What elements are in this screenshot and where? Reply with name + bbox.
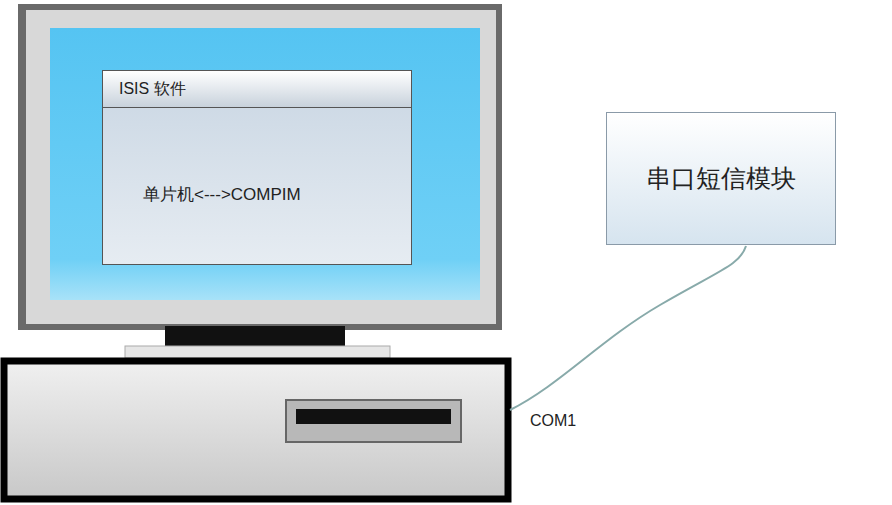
drive-opening: [296, 409, 451, 424]
module-label: 串口短信模块: [646, 162, 796, 195]
monitor-bezel-outer: [18, 4, 502, 330]
serial-cable: [510, 246, 746, 410]
drive-slot: [286, 400, 461, 442]
window-title: ISIS 软件: [119, 79, 186, 100]
monitor-screen: [50, 28, 480, 300]
sms-module-box: 串口短信模块: [606, 112, 836, 245]
monitor-base: [125, 346, 390, 358]
monitor-neck: [165, 326, 345, 346]
software-window: ISIS 软件单片机<--->COMPIM: [102, 70, 412, 265]
computer-case: [4, 361, 508, 499]
port-label: COM1: [530, 412, 576, 430]
window-body-text: 单片机<--->COMPIM: [143, 183, 301, 206]
monitor-bezel: [26, 10, 496, 324]
